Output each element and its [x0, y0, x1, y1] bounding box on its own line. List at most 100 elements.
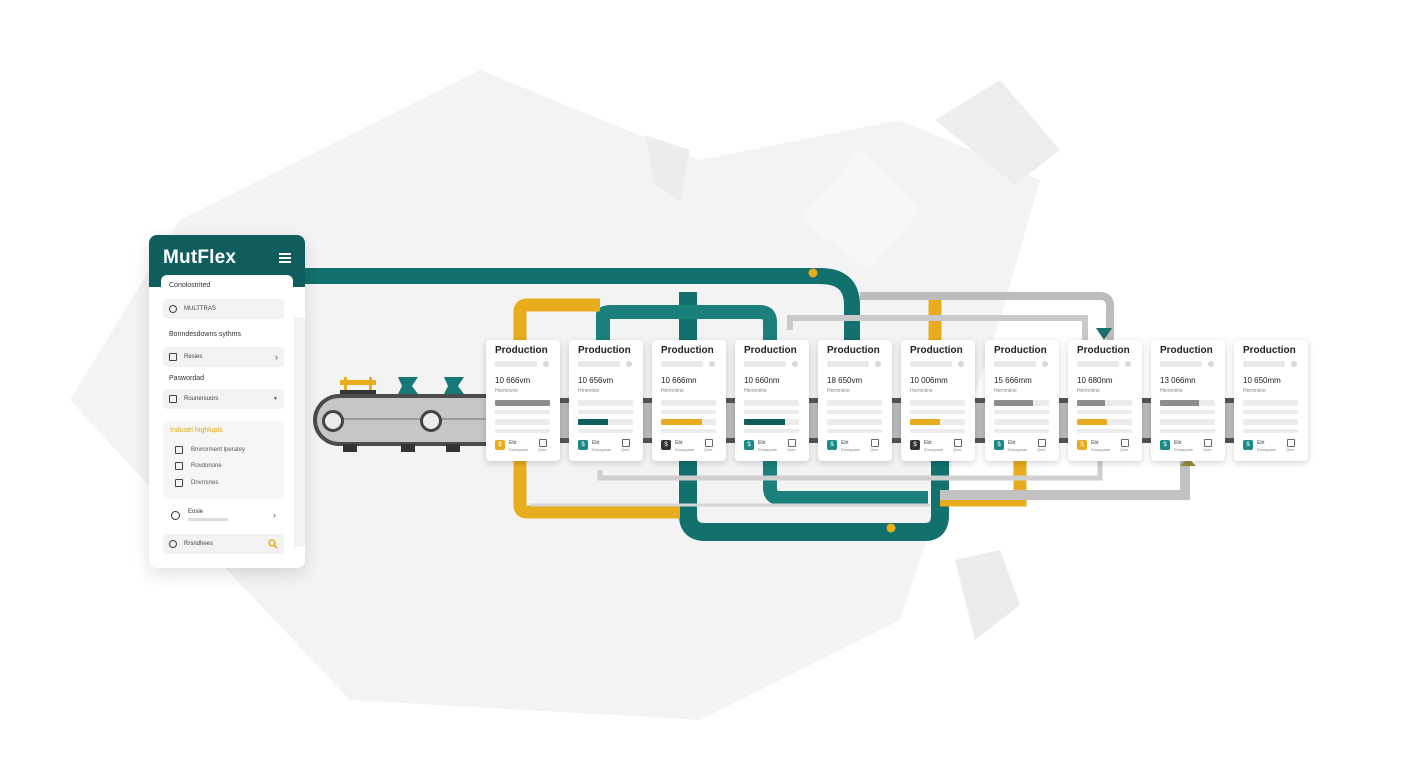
top-item-label: MULTTRAS	[184, 306, 216, 312]
card-subtitle: Hermniine	[1077, 388, 1100, 394]
expand-icon[interactable]	[1038, 439, 1046, 447]
status-badge-icon: $	[495, 440, 505, 450]
placeholder-line	[1160, 361, 1202, 367]
placeholder-line	[495, 429, 550, 433]
progress-bar	[661, 400, 716, 406]
expand-icon[interactable]	[1287, 439, 1295, 447]
progress-fill	[495, 400, 550, 406]
placeholder-line	[1243, 429, 1298, 433]
placeholder-line	[188, 518, 228, 521]
card-footer-sub: Elaraguste	[758, 447, 778, 452]
status-dot	[958, 361, 964, 367]
status-badge-icon: $	[827, 440, 837, 450]
progress-bar	[578, 400, 633, 406]
status-badge-icon: $	[1077, 440, 1087, 450]
card-title: Production	[1160, 345, 1213, 356]
checkbox-icon	[175, 462, 183, 470]
placeholder-line	[578, 410, 633, 414]
sidebar-panel: MutFlex Conolostrited MULTTRAS Bonndesdo…	[149, 235, 305, 568]
search-row[interactable]: Rrsndhees	[163, 534, 284, 554]
placeholder-line	[578, 361, 620, 367]
top-item-row[interactable]: MULTTRAS	[163, 299, 284, 319]
card-metric: 10 666mn	[661, 376, 697, 385]
card-subtitle: Hermniine	[827, 388, 850, 394]
pipe-indicator-dot	[808, 268, 818, 278]
progress-fill	[1160, 400, 1199, 406]
expand-icon[interactable]	[788, 439, 796, 447]
expand-icon[interactable]	[622, 439, 630, 447]
password-select[interactable]: Rounersuors ▼	[163, 389, 284, 409]
card-footer-label: Ebt	[675, 440, 683, 446]
card-footer-label: Ebt	[758, 440, 766, 446]
card-footer-label: Ebt	[592, 440, 600, 446]
pipe-gray-3	[940, 460, 1190, 500]
highlight-item[interactable]: Bnvrorment lperatey	[175, 446, 245, 454]
scrollbar-track[interactable]	[294, 317, 305, 547]
placeholder-line	[910, 410, 965, 414]
card-title: Production	[744, 345, 797, 356]
circle-icon	[171, 510, 180, 520]
status-dot	[1125, 361, 1131, 367]
placeholder-line	[910, 429, 965, 433]
status-dot	[626, 361, 632, 367]
expand-icon[interactable]	[539, 439, 547, 447]
highlight-item[interactable]: Dnvrrsnes	[175, 479, 218, 487]
expand-icon[interactable]	[1121, 439, 1129, 447]
caret-down-icon: ▼	[273, 396, 278, 402]
card-title: Production	[1243, 345, 1296, 356]
card-footer-sub: Elaraguste	[509, 447, 529, 452]
eosie-item[interactable]: Eosie ›	[163, 501, 284, 529]
expand-icon[interactable]	[1204, 439, 1212, 447]
card-metric: 18 650vm	[827, 376, 863, 385]
shield-icon	[169, 395, 177, 403]
highlights-group: Industrl highlupts Bnvrorment lperatey R…	[163, 421, 284, 499]
highlights-title: Industrl highlupts	[170, 427, 223, 434]
expand-icon[interactable]	[871, 439, 879, 447]
search-icon[interactable]	[268, 539, 278, 549]
conveyor-item-yellow-rack-icon	[340, 377, 376, 394]
card-metric: 10 006mm	[910, 376, 948, 385]
expand-icon[interactable]	[954, 439, 962, 447]
placeholder-line	[1077, 410, 1132, 414]
card-title: Production	[578, 345, 631, 356]
section-title: Conolostrited	[169, 282, 211, 289]
arrow-up-icon	[1180, 458, 1196, 466]
card-subtitle: Hermrivoe	[495, 388, 519, 394]
card-title: Production	[495, 345, 548, 356]
chevron-right-icon: ›	[275, 352, 278, 362]
placeholder-line	[827, 429, 882, 433]
search-row-label: Rrsndhees	[184, 541, 214, 547]
card-title: Production	[994, 345, 1047, 356]
expand-icon[interactable]	[705, 439, 713, 447]
card-subtitle: Hermniine	[744, 388, 767, 394]
card-footer-sub: Elaraguste	[924, 447, 944, 452]
progress-bar	[1243, 400, 1298, 406]
card-subtitle: Hermniine	[1243, 388, 1266, 394]
placeholder-line	[827, 361, 869, 367]
status-dot	[875, 361, 881, 367]
highlight-item[interactable]: Rovdonone	[175, 462, 222, 470]
card-footer-note: Qele	[787, 447, 796, 452]
systems-item-row[interactable]: Resies ›	[163, 347, 284, 367]
placeholder-line	[744, 429, 799, 433]
placeholder-line	[744, 410, 799, 414]
background-shape	[800, 150, 920, 270]
status-badge-icon: $	[578, 440, 588, 450]
conveyor-item-teal-funnel-icon	[444, 377, 464, 394]
card-footer-label: Ebt	[924, 440, 932, 446]
placeholder-line	[1077, 429, 1132, 433]
placeholder-line	[910, 361, 952, 367]
card-footer-label: Ebt	[1257, 440, 1265, 446]
pipe-gray-4	[597, 460, 1103, 481]
hamburger-menu-icon[interactable]	[279, 253, 291, 263]
